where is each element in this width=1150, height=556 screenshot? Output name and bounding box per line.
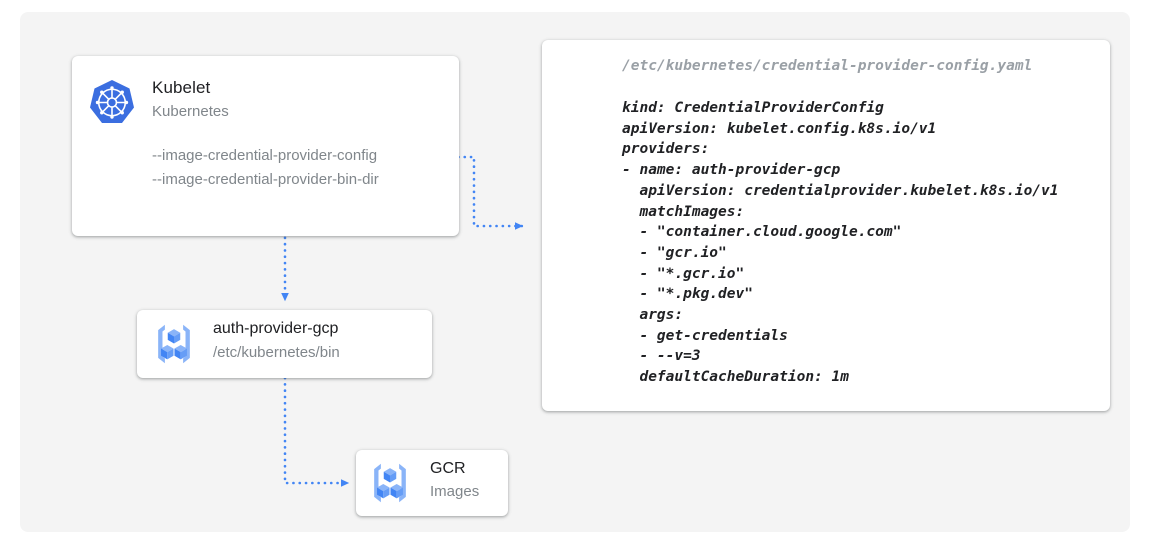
auth-provider-gcp-card: auth-provider-gcp /etc/kubernetes/bin: [137, 310, 432, 378]
kubelet-flag-image-credential-provider-config: --image-credential-provider-config: [152, 147, 378, 164]
gcr-card: GCR Images: [356, 450, 508, 516]
kubernetes-logo-icon: [87, 78, 137, 128]
kubelet-flag-image-credential-provider-bin-dir: --image-credential-provider-bin-dir: [152, 171, 379, 188]
kubelet-card-title: Kubelet: [152, 78, 211, 97]
yaml-code-block: kind: CredentialProviderConfig apiVersio…: [622, 100, 1059, 386]
yaml-file-path: /etc/kubernetes/credential-provider-conf…: [622, 58, 1033, 74]
gcr-card-title: GCR: [430, 460, 466, 477]
auth-provider-card-subtitle: /etc/kubernetes/bin: [213, 344, 340, 361]
auth-provider-card-title: auth-provider-gcp: [213, 320, 339, 337]
container-registry-icon: [366, 459, 414, 507]
container-registry-icon: [150, 320, 198, 368]
credential-provider-config-card: /etc/kubernetes/credential-provider-conf…: [542, 40, 1110, 411]
gcr-card-subtitle: Images: [430, 483, 480, 500]
kubelet-card: Kubelet Kubernetes --image-credential-pr…: [72, 56, 459, 236]
kubelet-card-subtitle: Kubernetes: [152, 103, 229, 120]
